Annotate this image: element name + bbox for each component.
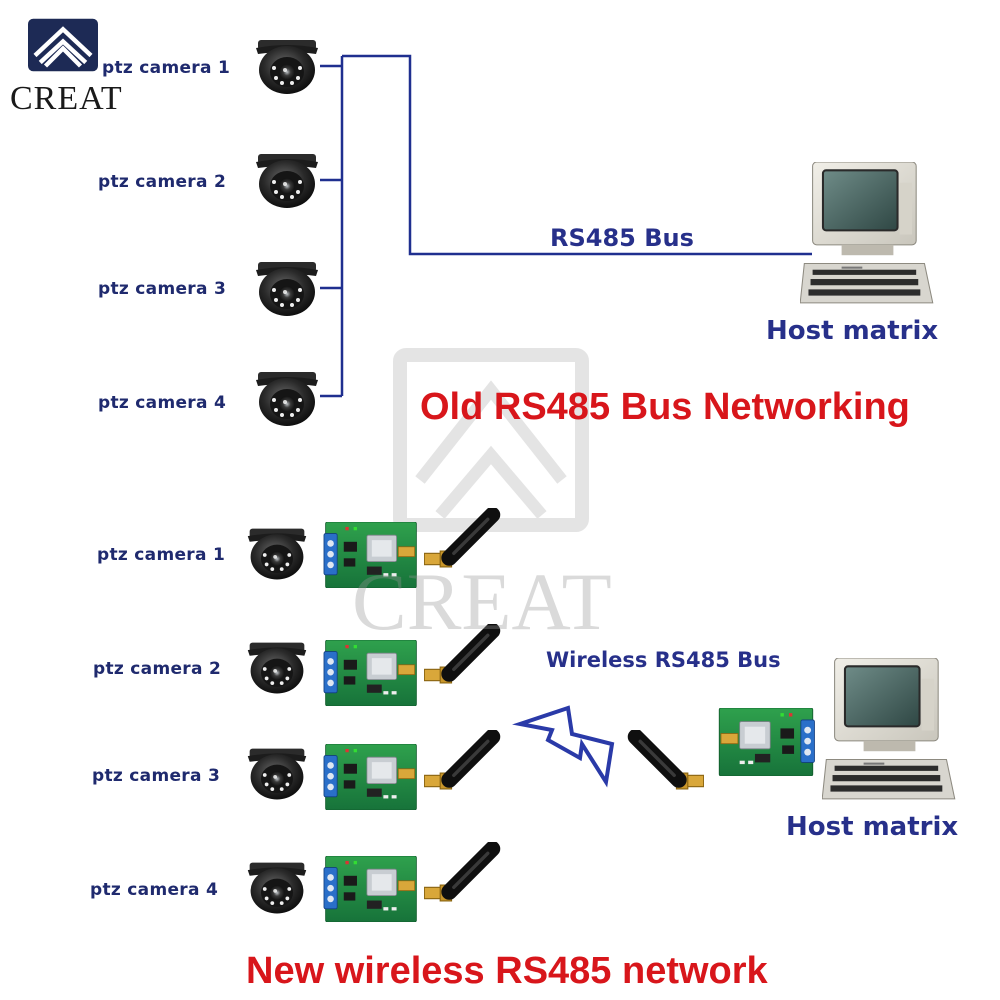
antenna-icon [636, 737, 704, 789]
watermark-logo-icon [393, 348, 589, 532]
antenna-icon [424, 737, 492, 789]
creat-logo-text: CREAT [10, 80, 123, 117]
new-host-matrix-label: Host matrix [786, 812, 959, 842]
rs485-bus-wiring [320, 54, 812, 398]
creat-logo-icon [28, 19, 98, 72]
old-camera-label-1: ptz camera 1 [102, 58, 231, 78]
wireless-bus-label: Wireless RS485 Bus [546, 648, 781, 672]
host-matrix-computer-icon [800, 162, 934, 304]
ptz-dome-camera-icon [256, 154, 318, 208]
wireless-rs485-module-icon [718, 708, 815, 776]
old-network-title: Old RS485 Bus Networking [420, 386, 910, 428]
new-camera-label-2: ptz camera 2 [93, 659, 222, 679]
old-camera-label-3: ptz camera 3 [98, 279, 227, 299]
old-camera-label-4: ptz camera 4 [98, 393, 227, 413]
wireless-signal-bolt-icon [512, 705, 615, 788]
new-camera-label-4: ptz camera 4 [90, 880, 219, 900]
ptz-dome-camera-icon [256, 262, 318, 316]
ptz-dome-camera-icon [256, 40, 318, 94]
host-matrix-computer-icon [822, 658, 956, 800]
wireless-rs485-module-icon [323, 856, 417, 922]
wireless-rs485-module-icon [323, 640, 417, 706]
ptz-dome-camera-icon [247, 642, 307, 694]
wireless-rs485-module-icon [323, 744, 417, 810]
new-network-title: New wireless RS485 network [246, 950, 768, 992]
ptz-dome-camera-icon [247, 862, 307, 914]
ptz-dome-camera-icon [256, 372, 318, 426]
ptz-dome-camera-icon [247, 528, 307, 580]
old-host-matrix-label: Host matrix [766, 316, 939, 346]
ptz-dome-camera-icon [247, 748, 307, 800]
old-camera-label-2: ptz camera 2 [98, 172, 227, 192]
new-camera-label-3: ptz camera 3 [92, 766, 221, 786]
new-camera-label-1: ptz camera 1 [97, 545, 226, 565]
rs485-bus-label: RS485 Bus [550, 224, 694, 252]
watermark-text: CREAT [352, 556, 612, 647]
antenna-icon [424, 849, 492, 901]
